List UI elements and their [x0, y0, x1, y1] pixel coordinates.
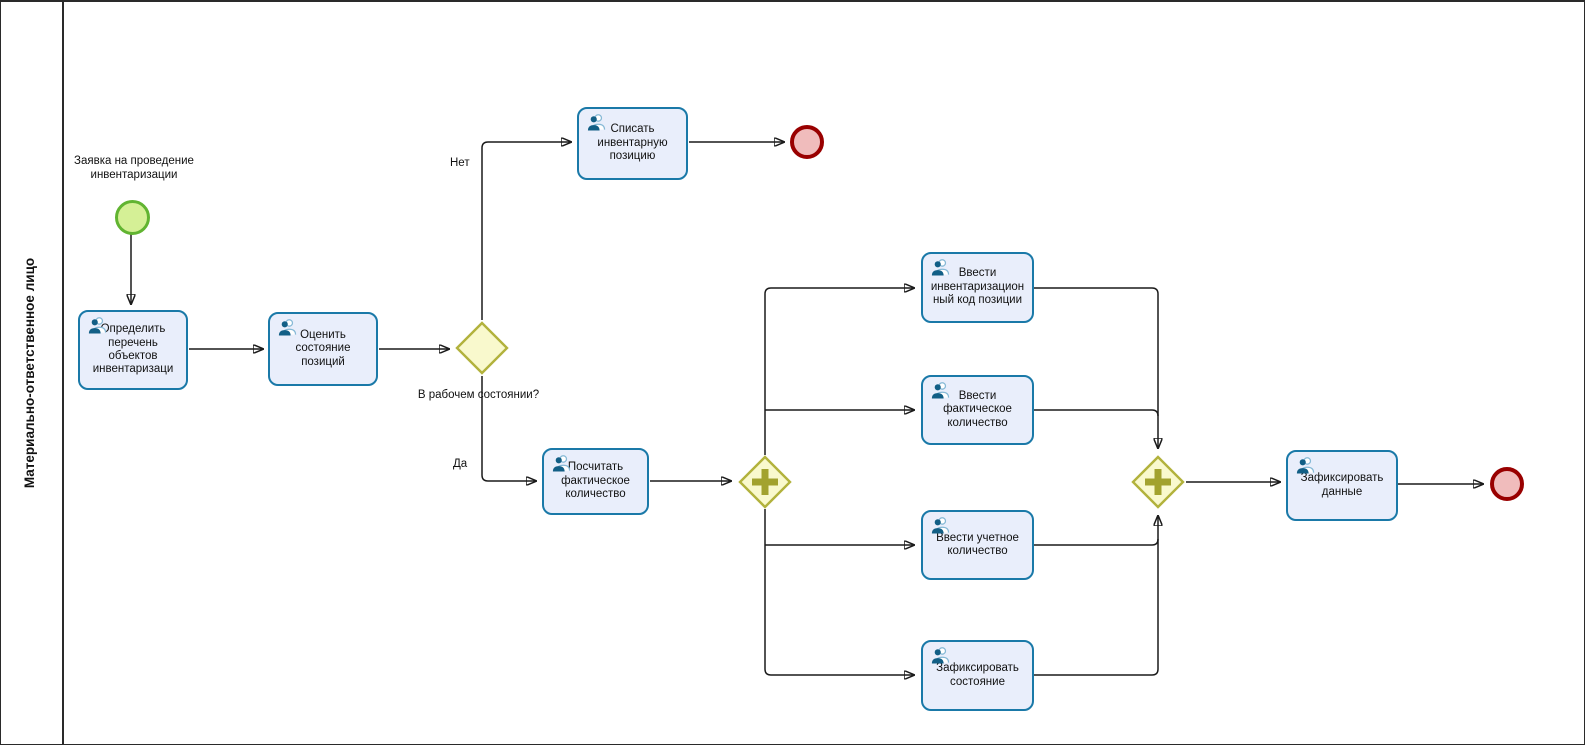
user-person-icon [1296, 457, 1315, 474]
start-event-label: Заявка на проведение инвентаризации [74, 155, 194, 182]
task-label: Оценить состояние позиций [295, 328, 351, 368]
task-record-state[interactable]: Зафиксировать состояние [921, 640, 1034, 711]
parallel-plus-icon [1145, 469, 1171, 495]
branch-yes-label: Да [453, 458, 468, 470]
task-write-off-inventory-position[interactable]: Списать инвентарную позицию [577, 107, 688, 180]
task-count-actual-quantity[interactable]: Посчитать фактическое количество [542, 448, 649, 515]
task-label: Ввести фактическое количество [943, 389, 1012, 429]
flow-enter-inventory-code-to-join[interactable] [1034, 287, 1158, 448]
parallel-plus-icon [752, 469, 778, 495]
end-event-write-off[interactable] [790, 125, 824, 159]
user-person-icon [552, 455, 571, 472]
lane-divider-line [62, 2, 64, 744]
flow-record-state-to-join[interactable] [1034, 516, 1158, 676]
user-person-icon [931, 382, 950, 399]
task-assess-position-state[interactable]: Оценить состояние позиций [268, 312, 378, 386]
user-person-icon [931, 259, 950, 276]
task-label: Определить перечень объектов инвентариза… [92, 323, 174, 376]
exclusive-gateway[interactable] [454, 320, 510, 376]
gateway-question-label: В рабочем состоянии? [417, 389, 540, 401]
user-person-icon [931, 647, 950, 664]
user-person-icon [931, 517, 950, 534]
task-label: Зафиксировать данные [1300, 472, 1384, 498]
user-person-icon [278, 319, 297, 336]
task-enter-actual-quantity[interactable]: Ввести фактическое количество [921, 375, 1034, 445]
user-person-icon [88, 317, 107, 334]
task-enter-inventory-code[interactable]: Ввести инвентаризационный код позиции [921, 252, 1034, 323]
task-label: Списать инвентарную позицию [597, 123, 668, 163]
start-event[interactable] [115, 200, 150, 235]
task-enter-recorded-quantity[interactable]: Ввести учетное количество [921, 510, 1034, 580]
end-event-final[interactable] [1490, 467, 1524, 501]
task-record-data[interactable]: Зафиксировать данные [1286, 450, 1398, 521]
flow-no-to-write-off[interactable] [481, 142, 571, 320]
parallel-split-gateway[interactable] [737, 454, 793, 510]
parallel-join-gateway[interactable] [1130, 454, 1186, 510]
task-label: Посчитать фактическое количество [561, 461, 630, 501]
flow-enter-actual-quantity-to-join[interactable] [1034, 409, 1159, 417]
exclusive-gateway-diamond[interactable] [455, 321, 509, 375]
flow-yes-to-count-actual[interactable] [481, 376, 536, 481]
task-label: Зафиксировать состояние [936, 662, 1019, 688]
flow-split-to-record-state[interactable] [764, 509, 914, 675]
flow-enter-recorded-quantity-to-join[interactable] [1034, 538, 1159, 546]
flow-split-to-enter-inventory-code[interactable] [764, 288, 914, 455]
user-person-icon [587, 114, 606, 131]
task-label: Ввести инвентаризационный код позиции [930, 267, 1025, 307]
branch-no-label: Нет [450, 157, 470, 169]
task-define-inventory-object-list[interactable]: Определить перечень объектов инвентариза… [78, 310, 188, 390]
task-label: Ввести учетное количество [936, 531, 1019, 557]
